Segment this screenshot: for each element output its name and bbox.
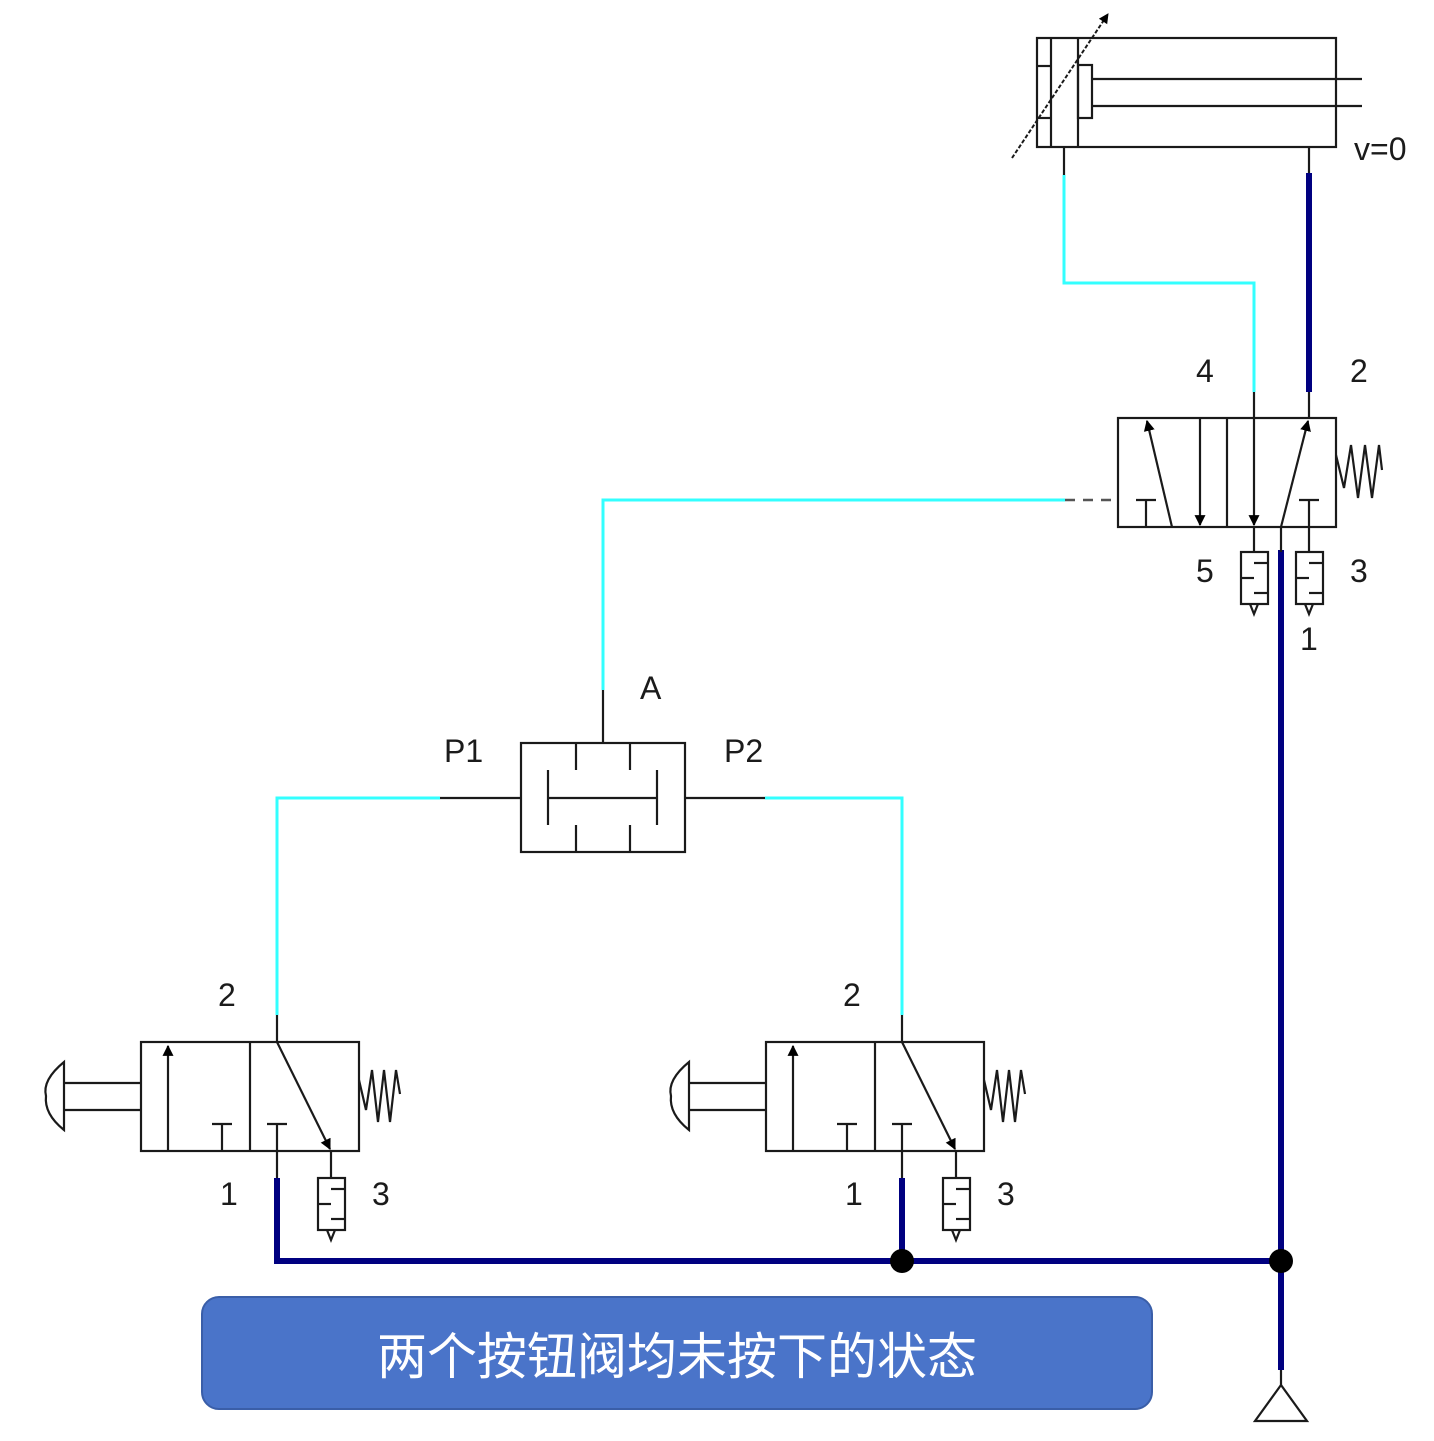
line-cylinder-to-port4 — [1062, 175, 1256, 392]
cylinder-velocity-label: v=0 — [1354, 131, 1406, 167]
port-label-2: 2 — [1350, 353, 1368, 389]
two-pressure-and-valve: A P1 P2 — [440, 670, 765, 854]
silencer-icon — [1294, 550, 1325, 617]
status-caption-text: 两个按钮阀均未按下的状态 — [377, 1328, 977, 1386]
exhaust-lines — [275, 175, 1256, 1015]
silencer-icon — [316, 1176, 347, 1243]
port-label-4: 4 — [1196, 353, 1214, 389]
push-button-valve-right: 2 1 3 — [669, 977, 1027, 1243]
port-label-5: 5 — [1196, 553, 1214, 589]
port-label-1: 1 — [1300, 621, 1318, 657]
line-right-valve-to-p2 — [765, 796, 904, 1015]
spring-icon — [357, 1069, 402, 1123]
junction-dot-right — [1269, 1249, 1293, 1273]
junction-dot-left — [890, 1249, 914, 1273]
port-label-3: 3 — [997, 1176, 1015, 1212]
port-label-1: 1 — [220, 1176, 238, 1212]
port-label-P2: P2 — [724, 733, 763, 769]
spring-icon — [1334, 444, 1384, 499]
adjustable-cushion-arrow-icon — [1011, 13, 1109, 159]
status-caption-box: 两个按钮阀均未按下的状态 — [201, 1296, 1153, 1410]
push-button-icon — [669, 1059, 691, 1133]
port-label-P1: P1 — [444, 733, 483, 769]
push-button-icon — [44, 1059, 66, 1133]
port-label-1: 1 — [845, 1176, 863, 1212]
port-label-2: 2 — [218, 977, 236, 1013]
cylinder: v=0 — [1011, 13, 1406, 175]
port-label-A: A — [640, 670, 662, 706]
port-label-2: 2 — [843, 977, 861, 1013]
spring-icon — [982, 1069, 1027, 1123]
silencer-icon — [1239, 550, 1270, 617]
line-supply-manifold — [274, 1178, 1281, 1264]
push-button-valve-left: 2 1 3 — [44, 977, 402, 1243]
air-supply-triangle-icon — [1252, 1370, 1310, 1423]
port-label-3: 3 — [1350, 553, 1368, 589]
line-pilot-signal — [601, 498, 1065, 690]
line-left-valve-to-p1 — [275, 796, 440, 1015]
port-label-3: 3 — [372, 1176, 390, 1212]
silencer-icon — [941, 1176, 972, 1243]
main-valve-5-2: 4 2 5 3 1 — [1065, 353, 1384, 657]
pressure-lines — [274, 173, 1312, 1370]
